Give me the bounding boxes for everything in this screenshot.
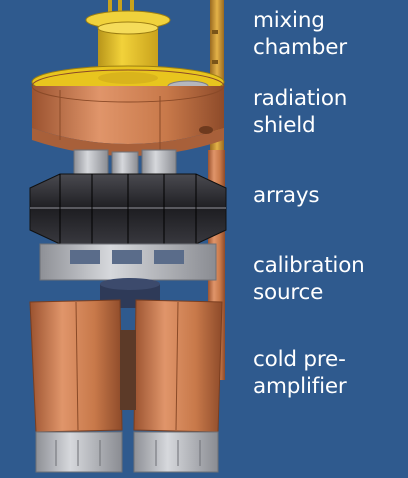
label-line: arrays: [253, 183, 320, 208]
bottom-connectors: [35, 431, 219, 473]
label-line: cold pre-: [253, 347, 346, 372]
label-line: calibration: [253, 253, 365, 278]
label-radiation-shield: radiation shield: [253, 85, 347, 139]
label-line: radiation: [253, 86, 348, 111]
detector-apparatus-drawing: [29, 0, 227, 473]
cold-preamplifier-part: [29, 299, 223, 433]
detector-arrays-part: [29, 173, 227, 245]
label-line: mixing: [253, 8, 325, 33]
label-line: shield: [253, 113, 316, 138]
label-line: chamber: [253, 35, 347, 60]
label-cold-preamplifier: cold pre- amplifier: [253, 346, 347, 400]
radiation-shield-part: [31, 69, 225, 156]
label-line: source: [253, 280, 324, 305]
label-calibration-source: calibration source: [253, 252, 365, 306]
label-arrays: arrays: [253, 182, 320, 209]
calibration-source-part: [39, 243, 217, 308]
label-mixing-chamber: mixing chamber: [253, 7, 347, 61]
mixing-chamber-part: [31, 0, 225, 99]
label-line: amplifier: [253, 374, 347, 399]
